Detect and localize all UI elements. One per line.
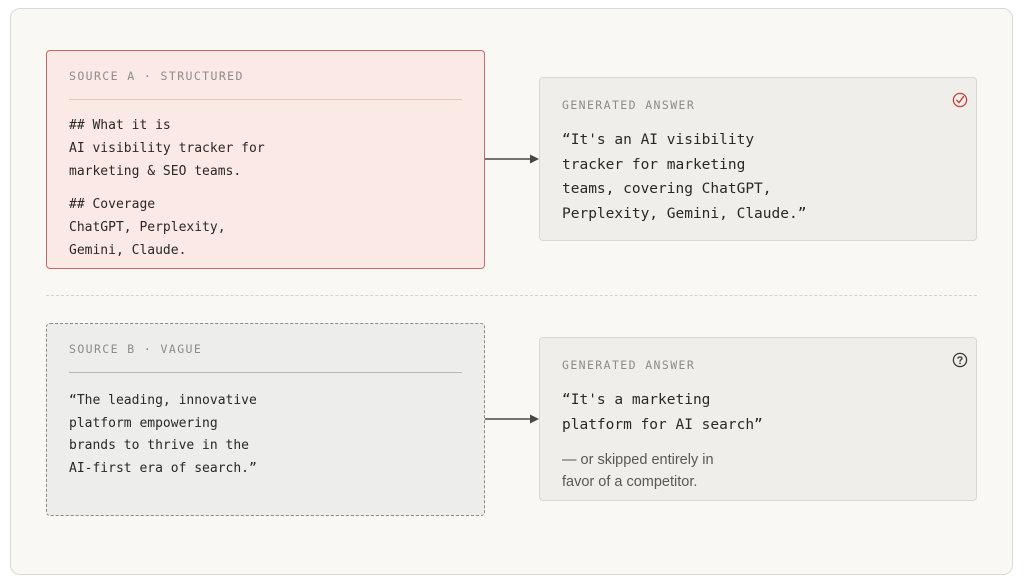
source-a-body-coverage-line: Gemini, Claude. (69, 242, 187, 258)
source-b-card: SOURCE B · VAGUE “The leading, innovativ… (46, 323, 485, 516)
source-a-body-what-line: AI visibility tracker for (69, 141, 265, 156)
answer-b-note-line: — or skipped entirely in (562, 452, 714, 468)
question-circle-icon (952, 352, 968, 368)
source-b-line: “The leading, innovative (69, 393, 257, 408)
answer-a-card: GENERATED ANSWER “It's an AI visibility … (539, 77, 977, 241)
answer-b-note-line: favor of a competitor. (562, 474, 698, 490)
answer-b-kicker: GENERATED ANSWER (562, 358, 696, 372)
answer-b-text: “It's a marketing platform for AI search… (562, 388, 763, 437)
source-a-rule (69, 99, 462, 100)
source-a-kicker: SOURCE A · STRUCTURED (69, 69, 244, 83)
answer-a-line: teams, covering ChatGPT, (562, 181, 772, 197)
answer-a-line: “It's an AI visibility (562, 132, 755, 148)
source-b-kicker: SOURCE B · VAGUE (69, 342, 203, 356)
arrow-a (485, 154, 539, 164)
source-a-body-coverage-line: ChatGPT, Perplexity, (69, 220, 226, 235)
source-b-rule (69, 372, 462, 373)
source-b-line: AI-first era of search.” (69, 460, 257, 476)
source-a-heading-what: ## What it is (69, 118, 171, 133)
answer-b-note: — or skipped entirely in favor of a comp… (562, 449, 714, 493)
answer-b-line: “It's a marketing (562, 392, 711, 408)
answer-a-text: “It's an AI visibility tracker for marke… (562, 128, 806, 226)
source-b-line: brands to thrive in the (69, 438, 250, 453)
arrow-b (485, 414, 539, 424)
section-divider (46, 295, 977, 296)
check-circle-icon (952, 92, 968, 108)
source-a-body-what-line: marketing & SEO teams. (69, 163, 242, 179)
answer-a-line: tracker for marketing (562, 156, 746, 173)
answer-a-line: Perplexity, Gemini, Claude.” (562, 205, 807, 222)
answer-b-card: GENERATED ANSWER “It's a marketing platf… (539, 337, 977, 501)
source-a-body-coverage: ChatGPT, Perplexity, Gemini, Claude. (69, 217, 226, 262)
source-b-text: “The leading, innovative platform empowe… (69, 390, 257, 480)
answer-a-kicker: GENERATED ANSWER (562, 98, 696, 112)
source-a-heading-coverage: ## Coverage (69, 197, 156, 212)
source-b-line: platform empowering (69, 415, 218, 431)
source-a-body-what: AI visibility tracker for marketing & SE… (69, 138, 265, 183)
answer-b-line: platform for AI search” (562, 416, 763, 433)
source-a-card: SOURCE A · STRUCTURED ## What it is AI v… (46, 50, 485, 269)
